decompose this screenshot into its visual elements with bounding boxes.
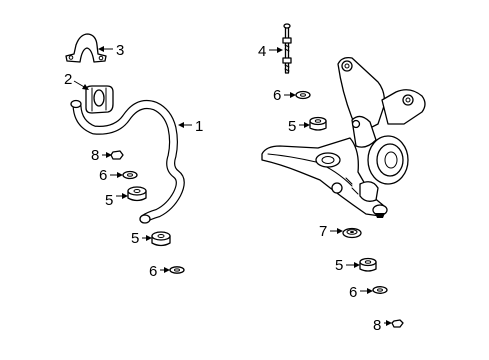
callout-number: 8 (91, 147, 99, 164)
callout-number: 5 (335, 257, 343, 274)
callout-number: 4 (258, 43, 266, 60)
steering-knuckle-assembly (261, 56, 426, 218)
callout-number: 6 (273, 87, 281, 104)
part-5-nut-right-upper (309, 116, 327, 131)
callout-number: 1 (195, 118, 203, 135)
callout-number: 5 (131, 230, 139, 247)
callout-8-right: 8 (373, 317, 392, 334)
part-6-washer-right-upper (295, 90, 311, 100)
callout-6-right-lower: 6 (349, 284, 373, 301)
callout-number: 3 (116, 42, 124, 59)
part-7-nut-right (342, 227, 362, 239)
callout-5-left-lower: 5 (131, 230, 152, 247)
part-5-nut-left-upper (127, 186, 147, 202)
callout-2: 2 (64, 71, 89, 90)
part-6-washer-right-lower (372, 286, 388, 294)
part-3-bracket (65, 33, 107, 63)
callout-5-right-upper: 5 (288, 118, 310, 135)
part-6-washer-left-upper (122, 170, 138, 180)
callout-number: 6 (149, 263, 157, 280)
callout-5-right-lower: 5 (335, 257, 360, 274)
part-2-bushing (85, 85, 114, 114)
callout-number: 6 (99, 167, 107, 184)
part-8-nut-right (391, 319, 404, 328)
callout-number: 6 (349, 284, 357, 301)
part-4-stud (282, 23, 292, 74)
callout-8-left: 8 (91, 147, 112, 164)
callout-number: 5 (105, 192, 113, 209)
callout-number: 7 (319, 223, 327, 240)
callout-number: 8 (373, 317, 381, 334)
callout-6-right-upper: 6 (273, 87, 296, 104)
part-5-nut-left-lower (151, 231, 171, 247)
callout-6-left-upper: 6 (99, 167, 123, 184)
part-6-washer-left-lower (169, 266, 185, 274)
callout-4: 4 (258, 43, 283, 60)
callout-3: 3 (98, 42, 124, 59)
callout-number: 5 (288, 118, 296, 135)
callout-6-left-lower: 6 (149, 263, 170, 280)
part-5-nut-right-lower (359, 257, 377, 272)
callout-1: 1 (178, 118, 203, 135)
part-1-stabilizer-bar (70, 99, 185, 224)
callout-5-left-upper: 5 (105, 192, 128, 209)
callout-7: 7 (319, 223, 343, 240)
part-8-nut-left (110, 150, 124, 160)
callout-number: 2 (64, 71, 72, 88)
